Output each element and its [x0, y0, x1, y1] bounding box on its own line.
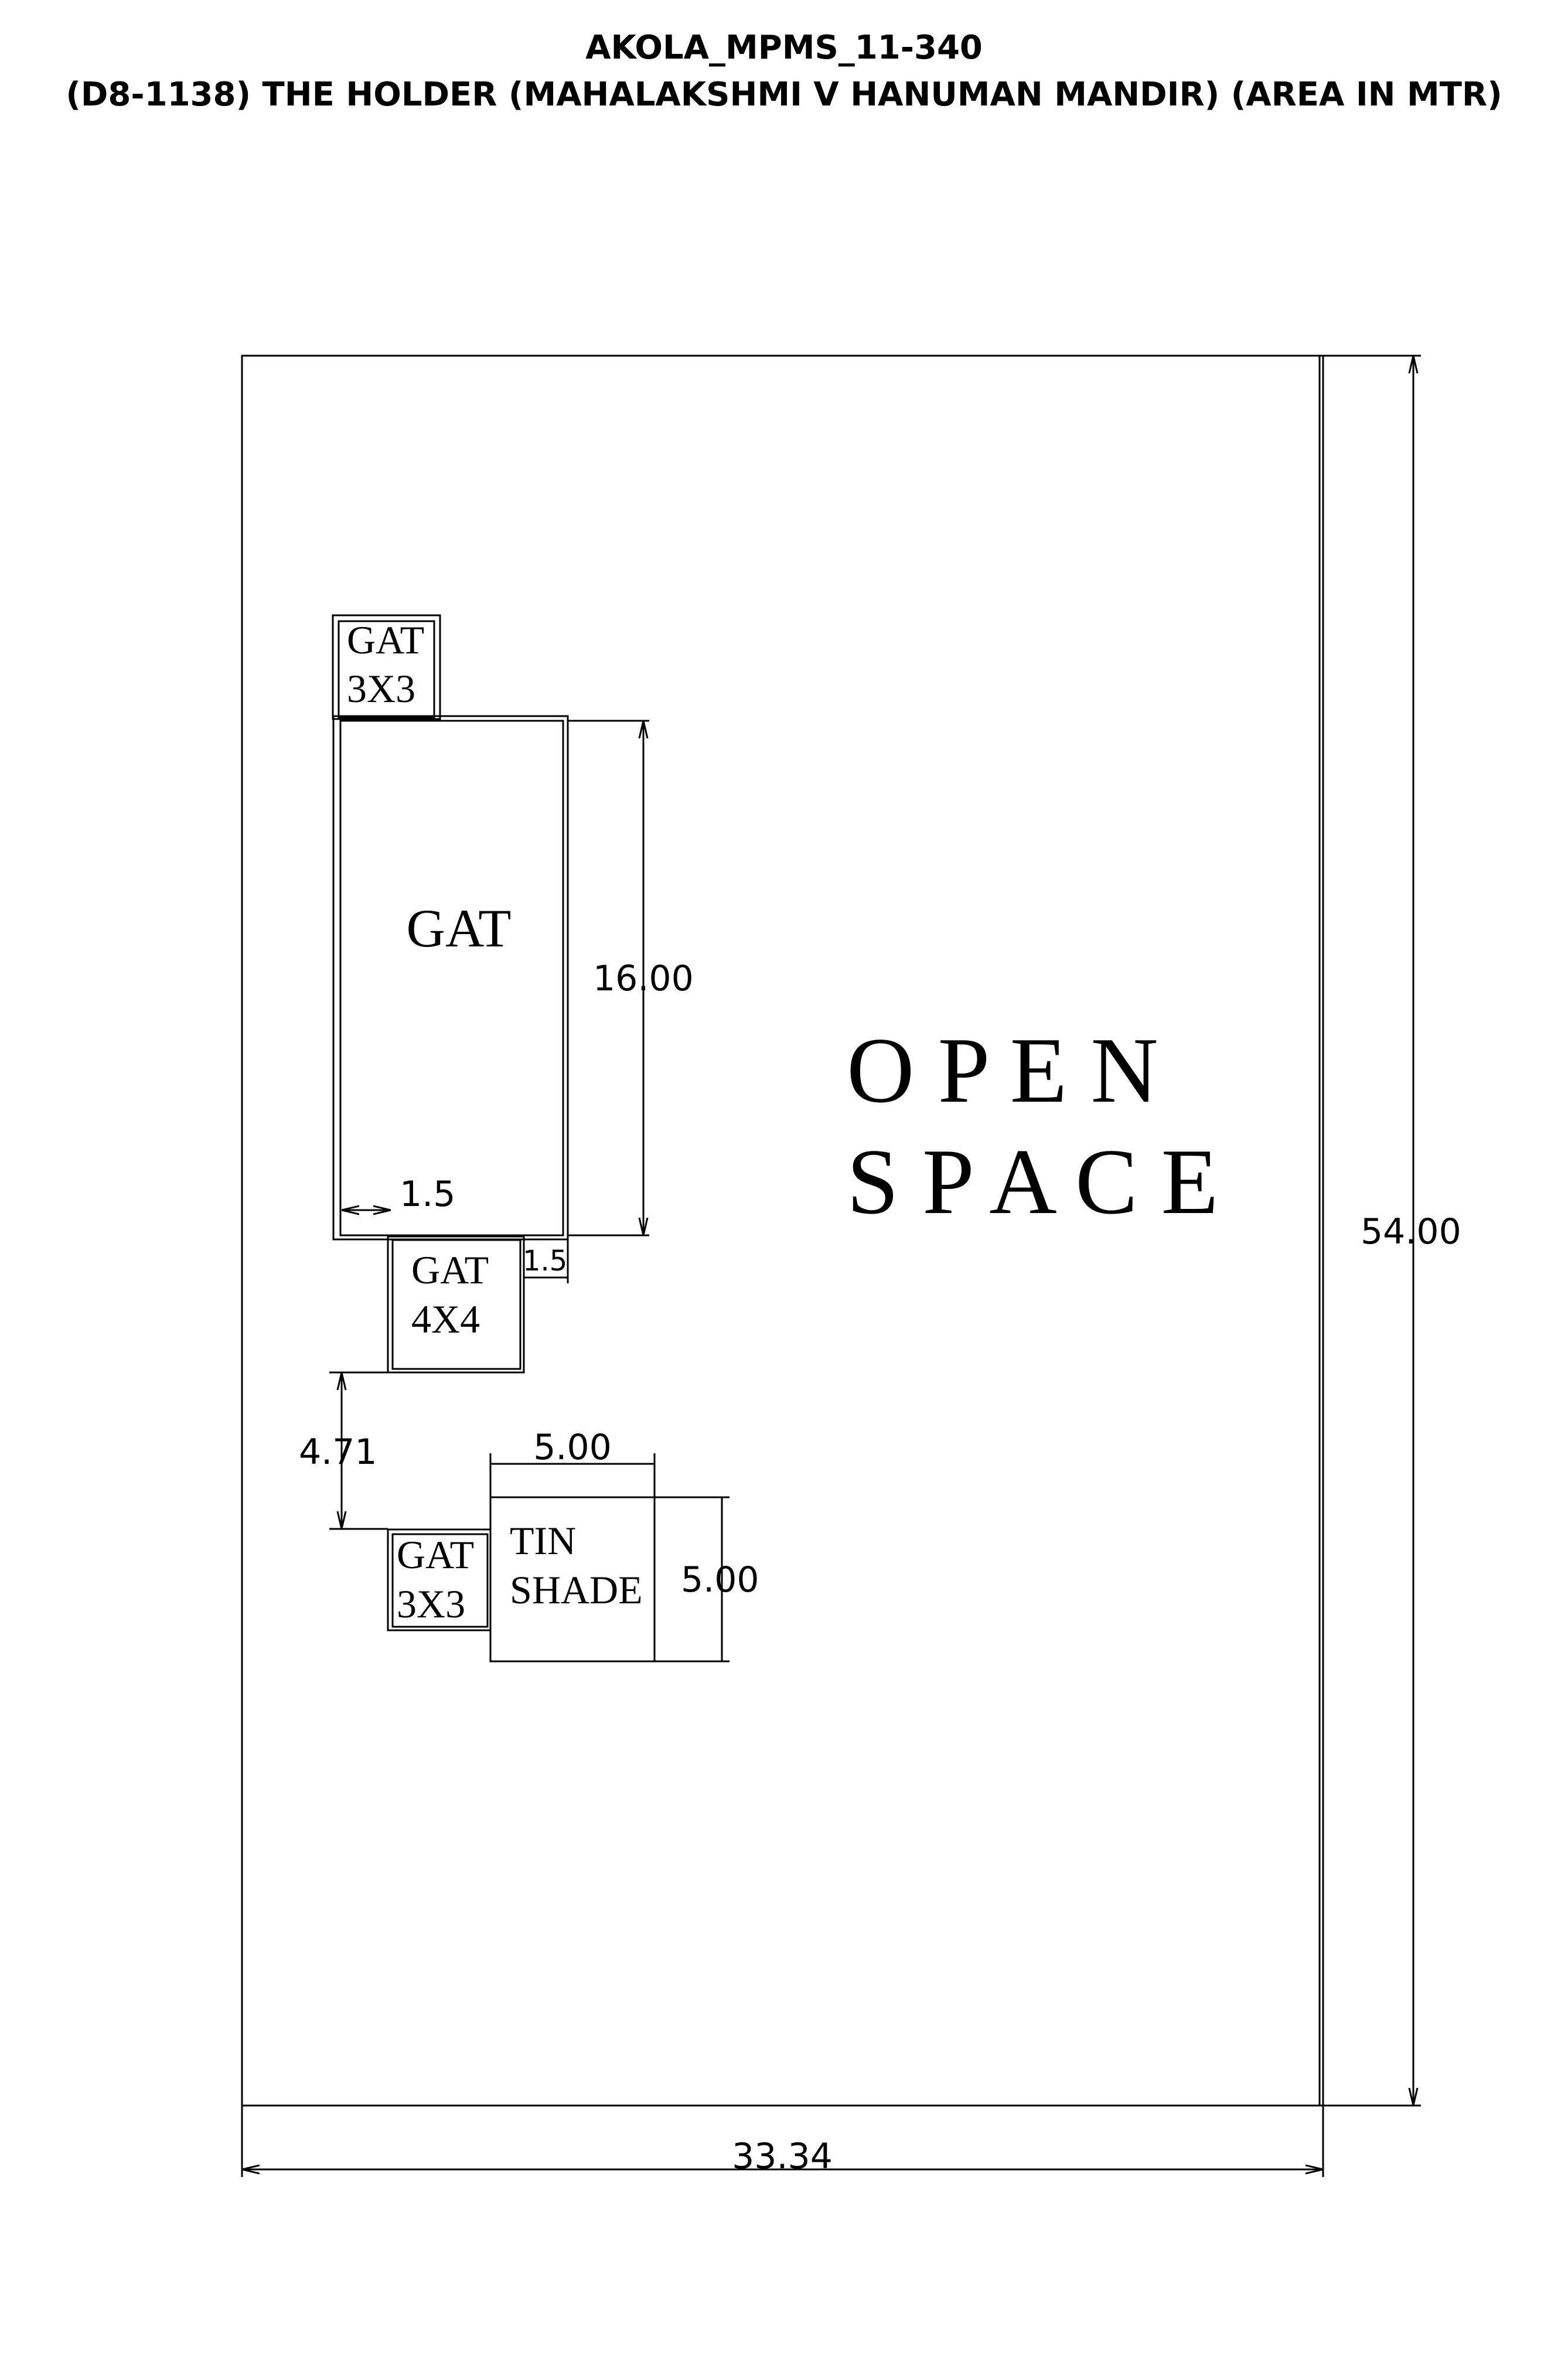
tin-shade-box: [489, 1496, 656, 1663]
gat-4x4-label-line2: 4X4: [411, 1297, 480, 1341]
open-space-label-line1: O P E N: [847, 1018, 1158, 1122]
gat-main-label: GAT: [407, 898, 512, 958]
plot-width-dimension-label: 33.34: [732, 2136, 833, 2177]
gat-main-inner: [339, 720, 564, 1236]
plot-height-dimension-label: 54.00: [1361, 1211, 1461, 1252]
gat-height-dimension-label: 16.00: [593, 958, 694, 999]
open-space-label-line2: S P A C E: [847, 1129, 1218, 1234]
gat-3x3-bottom-inner: [391, 1533, 489, 1628]
gat-4x4-outer: [387, 1235, 525, 1374]
tin-width-dimension-label: 5.00: [533, 1427, 612, 1468]
gat-3x3-bottom-label-line2: 3X3: [397, 1582, 465, 1626]
gat-4x4-label-line1: GAT: [411, 1248, 489, 1292]
tin-shade-label-line1: TIN: [510, 1518, 576, 1563]
gat-3x3-top-label-line2: 3X3: [347, 666, 415, 711]
drawing-title-line1: AKOLA_MPMS_11-340: [585, 29, 983, 67]
plot-boundary: [241, 355, 1324, 2107]
gat-3x3-top-label-line1: GAT: [347, 618, 424, 662]
offset-left-dimension-label: 1.5: [400, 1174, 455, 1215]
offset-right-dimension-label: 1.5: [523, 1245, 567, 1278]
tin-height-dimension-label: 5.00: [681, 1559, 759, 1600]
gat-main-outer: [332, 715, 569, 1241]
drawing-title-line2: (D8-1138) THE HOLDER (MAHALAKSHMI V HANU…: [66, 76, 1502, 114]
gat-3x3-bottom-label-line1: GAT: [397, 1532, 474, 1577]
gap-dimension-label: 4.71: [299, 1432, 377, 1473]
gat-3x3-top-inner: [338, 620, 435, 719]
gat-4x4-inner: [391, 1239, 521, 1370]
tin-shade-label-line2: SHADE: [510, 1568, 643, 1612]
gat-3x3-top-outer: [332, 614, 441, 720]
